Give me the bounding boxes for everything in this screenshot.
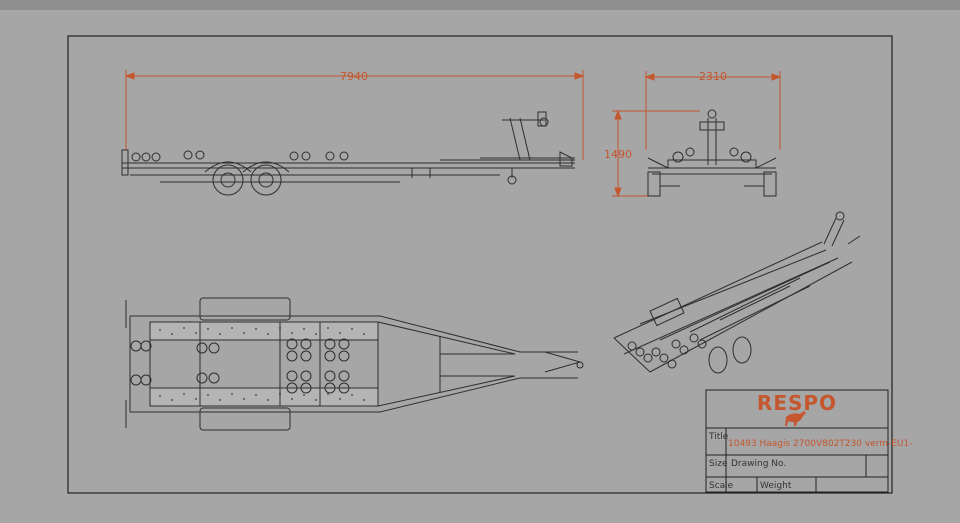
side-view: 7940	[121, 70, 585, 196]
title-block-frame	[705, 389, 889, 493]
width-dimension	[644, 71, 782, 150]
length-label: 7940	[340, 70, 368, 83]
rollers-rear	[131, 150, 349, 162]
horse-logo-icon	[785, 411, 806, 426]
top-rollers	[130, 338, 350, 394]
drawing-no-label: Drawing No.	[731, 459, 786, 469]
scale-label: Scale	[709, 481, 734, 491]
top-view	[125, 297, 584, 431]
top-border-strip	[0, 0, 960, 10]
length-dimension	[124, 70, 585, 160]
size-label: Size	[709, 459, 728, 469]
title-value: 10493 Haagis 2700V802T230 verm-EU1-	[728, 439, 913, 449]
brand-logo-text: RESPO	[757, 391, 837, 415]
iso-rollers	[627, 333, 707, 369]
height-dimension	[612, 109, 700, 198]
height-label: 1490	[604, 148, 632, 161]
sheet-frame	[67, 35, 893, 494]
front-view: 2310 1490	[604, 70, 782, 198]
wheels	[204, 161, 290, 196]
title-label: Title	[708, 432, 729, 442]
deck-perforations	[159, 327, 365, 401]
isometric-view	[613, 211, 861, 374]
title-block: RESPO Title 10493 Haagis 2700V802T230 ve…	[705, 389, 913, 493]
weight-label: Weight	[760, 481, 792, 491]
width-label: 2310	[699, 70, 727, 83]
